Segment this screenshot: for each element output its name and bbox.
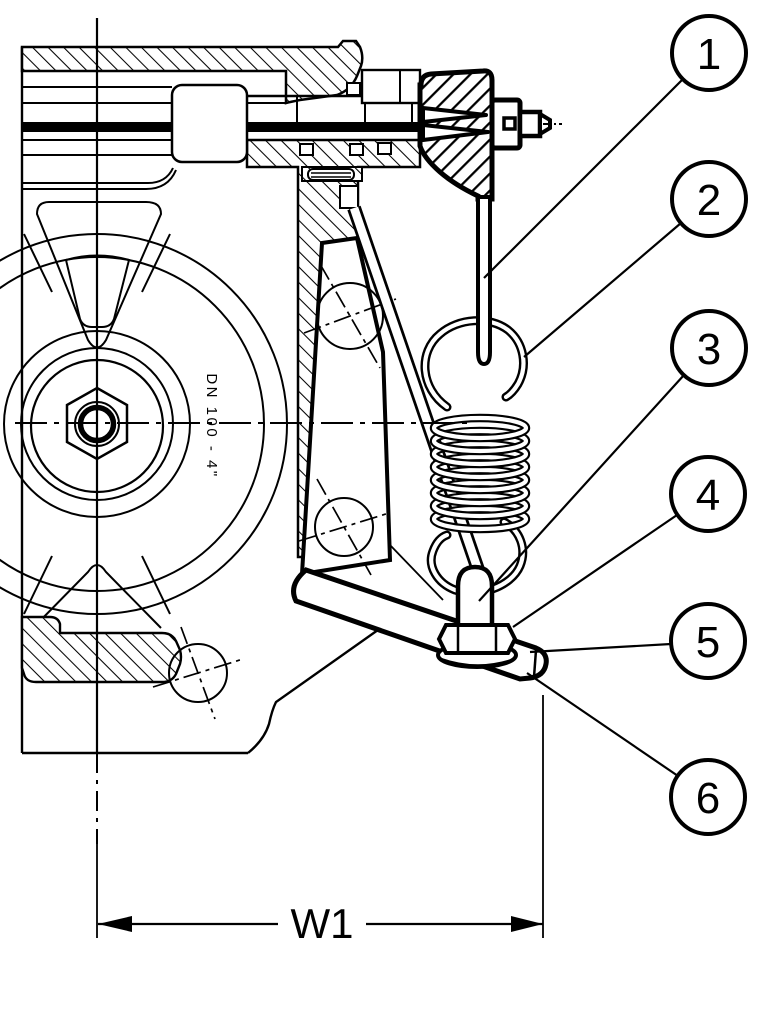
leader-5	[529, 642, 672, 654]
hex-bolt-and-washer	[436, 623, 518, 669]
callout-2-number: 2	[697, 176, 721, 225]
foot-bolt-hole	[152, 626, 244, 720]
w1-dimension	[96, 695, 544, 938]
spring-coil	[429, 413, 531, 534]
dimension-arrow-right	[511, 916, 543, 932]
clamp-lever-arm	[417, 68, 562, 202]
mounting-bracket	[298, 235, 444, 601]
size-label: DN 100 - 4"	[203, 373, 220, 478]
fork-notch-lower	[421, 123, 490, 142]
hex-nut	[436, 623, 518, 655]
callout-2: 2	[670, 160, 748, 238]
callout-5-number: 5	[696, 618, 720, 667]
leader-lines	[478, 78, 685, 777]
dimension-label: W1	[291, 900, 354, 947]
spring-rod	[476, 195, 492, 367]
callout-6: 6	[669, 758, 747, 836]
dimension-arrow-left	[98, 916, 132, 932]
leader-1	[483, 78, 684, 279]
callout-4-number: 4	[696, 471, 720, 520]
centerlines	[15, 18, 472, 844]
stud-end	[517, 109, 543, 139]
callout-1-number: 1	[697, 30, 721, 79]
leader-3	[478, 374, 685, 602]
body-foot-section	[20, 615, 183, 684]
fork-notch-upper	[421, 106, 488, 124]
callout-3-number: 3	[697, 325, 721, 374]
callout-3: 3	[670, 309, 748, 387]
callout-1: 1	[670, 14, 748, 92]
callout-5: 5	[669, 602, 747, 680]
callout-6-number: 6	[696, 774, 720, 823]
leader-4	[512, 514, 678, 628]
shaft-bearing-block	[170, 83, 249, 164]
leader-6	[526, 672, 679, 777]
callout-4: 4	[669, 455, 747, 533]
leader-2	[523, 222, 682, 358]
